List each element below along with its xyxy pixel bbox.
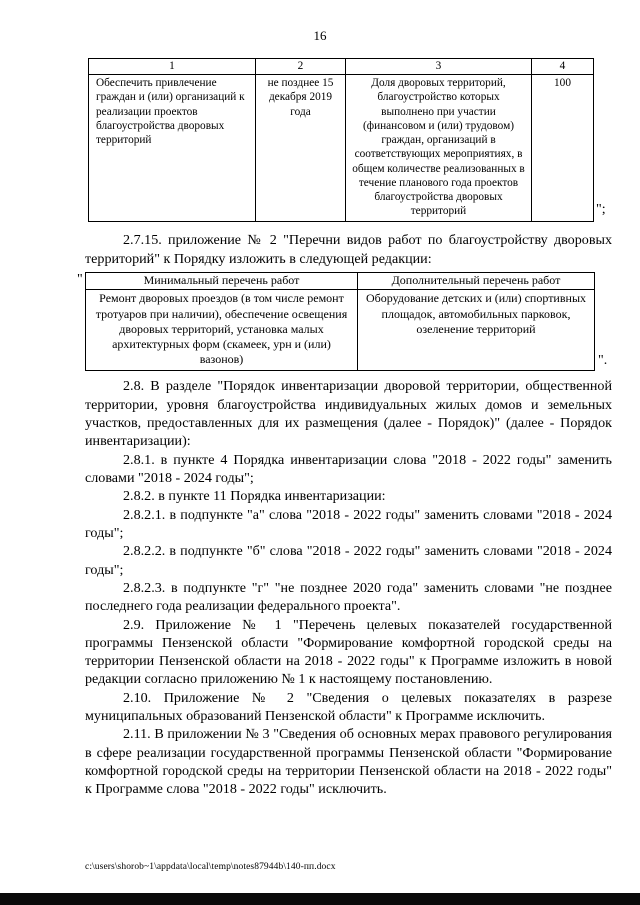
works-list-table: Минимальный перечень работ Дополнительны… bbox=[85, 272, 595, 372]
table2-wrap: " Минимальный перечень работ Дополнитель… bbox=[77, 272, 612, 372]
table1-cell-deadline: не позднее 15 декабря 2019 года bbox=[255, 74, 346, 223]
table1-header-row: 1 2 3 4 bbox=[88, 57, 594, 76]
table2-opening-quote: " bbox=[77, 272, 83, 288]
paragraph-2-8-1: 2.8.1. в пункте 4 Порядка инвентаризации… bbox=[85, 451, 612, 486]
document-content: 1 2 3 4 Обеспечить привлечение граждан и… bbox=[77, 57, 612, 799]
table1-data-row: Обеспечить привлечение граждан и (или) о… bbox=[88, 74, 594, 223]
table1-col-header-3: 3 bbox=[345, 57, 532, 76]
table2-header-row: Минимальный перечень работ Дополнительны… bbox=[85, 272, 595, 291]
table1-col-header-2: 2 bbox=[255, 57, 346, 76]
paragraph-2-8: 2.8. В разделе "Порядок инвентаризации д… bbox=[85, 378, 612, 450]
table1-col-header-4: 4 bbox=[531, 57, 594, 76]
paragraph-2-9: 2.9. Приложение № 1 "Перечень целевых по… bbox=[85, 616, 612, 688]
paragraph-2-8-2: 2.8.2. в пункте 11 Порядка инвентаризаци… bbox=[123, 488, 386, 505]
table2-data-row: Ремонт дворовых проездов (в том числе ре… bbox=[85, 289, 595, 372]
table2-header-minimal: Минимальный перечень работ bbox=[85, 272, 358, 291]
table2-cell-additional: Оборудование детских и (или) спортивных … bbox=[357, 289, 595, 372]
measures-table: 1 2 3 4 Обеспечить привлечение граждан и… bbox=[88, 57, 594, 223]
table1-closing-quote: "; bbox=[596, 202, 606, 218]
paragraph-2-8-2-2: 2.8.2.2. в подпункте "б" слова "2018 - 2… bbox=[85, 543, 612, 578]
table2-header-additional: Дополнительный перечень работ bbox=[357, 272, 595, 291]
paragraph-2-8-2-3: 2.8.2.3. в подпункте "г" "не позднее 202… bbox=[85, 579, 612, 615]
page-number: 16 bbox=[313, 28, 327, 43]
table2-cell-minimal: Ремонт дворовых проездов (в том числе ре… bbox=[85, 289, 358, 372]
table1-cell-indicator: Доля дворовых территорий, благоустройств… bbox=[345, 74, 532, 223]
paragraph-2-7-15: 2.7.15. приложение № 2 "Перечни видов ра… bbox=[85, 232, 612, 267]
paragraph-2-10: 2.10. Приложение № 2 "Сведения о целевых… bbox=[85, 689, 612, 725]
paragraph-2-8-2-1: 2.8.2.1. в подпункте "а" слова "2018 - 2… bbox=[85, 506, 612, 541]
table2-closing-quote: ". bbox=[598, 353, 608, 369]
table1-col-header-1: 1 bbox=[88, 57, 256, 76]
paragraph-2-11: 2.11. В приложении № 3 "Сведения об осно… bbox=[85, 726, 612, 798]
table1-wrap: 1 2 3 4 Обеспечить привлечение граждан и… bbox=[85, 57, 612, 223]
page-bottom-edge bbox=[0, 893, 640, 905]
table1-cell-measure: Обеспечить привлечение граждан и (или) о… bbox=[88, 74, 256, 223]
table1-cell-value: 100 bbox=[531, 74, 594, 223]
file-path-footer: c:\users\shorob~1\appdata\local\temp\not… bbox=[85, 862, 336, 872]
